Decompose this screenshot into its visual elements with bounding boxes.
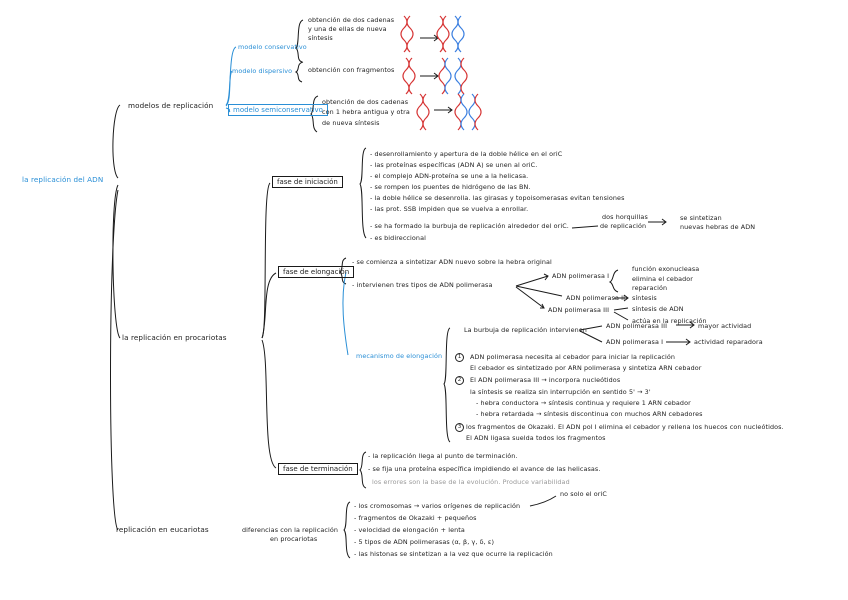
elong-line-1: - se comienza a sintetizar ADN nuevo sob… [352, 258, 552, 266]
term-item-1: - la replicación llega al punto de termi… [368, 452, 518, 460]
mec-step-1: ADN polimerasa necesita al cebador para … [470, 353, 675, 361]
root-brace-bottom [110, 189, 119, 531]
ini-item-1: - desenrollamiento y apertura de la dobl… [370, 150, 563, 158]
ini-item-6: - las prot. SSB impiden que se vuelva a … [370, 205, 529, 213]
euk-item-5: - las histonas se sintetizan a la vez qu… [354, 550, 553, 558]
step-num-2: 2 [455, 376, 464, 385]
term-item-3: los errores son la base de la evolución.… [372, 478, 570, 486]
models-line-1 [225, 46, 237, 106]
dna-helix-icons [400, 15, 482, 131]
mec-pol1: ADN polimerasa I [606, 338, 664, 346]
pol1-label: ADN polimerasa I [552, 272, 610, 280]
prok-brace-3 [261, 339, 277, 469]
ini-item-3: - el complejo ADN-proteína se une a la h… [370, 172, 529, 180]
mec-step-6: - hebra retardada → síntesis discontinua… [476, 410, 703, 418]
euk-item-3: - velocidad de elongación + lenta [354, 526, 465, 534]
elong-line-2: - intervienen tres tipos de ADN polimera… [352, 281, 493, 289]
semi-desc-1: obtención de dos cadenas [322, 98, 409, 106]
pol2-item: síntesis [632, 294, 657, 302]
fase-iniciacion-box: fase de iniciación [272, 176, 343, 188]
euk-item-4: - 5 tipos de ADN polimerasas (α, β, γ, δ… [354, 538, 495, 546]
model-semiconservativo-label: modelo semiconservativo [228, 104, 328, 116]
bubble-text: La burbuja de replicación intervienen [464, 326, 587, 334]
model-conservativo-label: modelo conservativo [238, 43, 307, 51]
models-title: modelos de replicación [128, 101, 214, 110]
fase-terminacion-box: fase de terminación [278, 463, 358, 475]
pol2-label: ADN polimerasa II [566, 294, 626, 302]
root-title: la replicación del ADN [22, 175, 104, 184]
ini-item-2: - las proteínas específicas (ADN A) se u… [370, 161, 538, 169]
euk-diff-1: diferencias con la replicación [242, 526, 338, 534]
euk-item-1: - los cromosomas → varios orígenes de re… [354, 502, 521, 510]
euk-title: replicación en eucariotas [116, 525, 209, 534]
models-line-3 [225, 107, 231, 113]
pol3-label: ADN polimerasa III [548, 306, 610, 314]
ini-item-4: - se rompen los puentes de hidrógeno de … [370, 183, 531, 191]
ini-item-5: - la doble hélice se desenrolla. las gir… [370, 194, 625, 202]
step-num-3: 3 [455, 423, 464, 432]
mecanismo-label: mecanismo de elongación [356, 352, 443, 360]
mec-step-3: El ADN polimerasa III → incorpora nucleó… [470, 376, 621, 384]
euk-diff-2: en procariotas [270, 535, 318, 543]
ini-item-8: - es bidireccional [370, 234, 426, 242]
semi-desc-2: con 1 hebra antigua y otra [322, 108, 410, 116]
mec-pol3-result: mayor actividad [698, 322, 752, 330]
ini-item-7: - se ha formado la burbuja de replicació… [370, 222, 569, 230]
mec-step-4: la síntesis se realiza sin interrupción … [470, 388, 651, 396]
mec-step-7: los fragmentos de Okazaki. El ADN pol I … [466, 423, 784, 431]
pol1-item-1: función exonucleasa [632, 265, 700, 273]
semi-desc-3: de nueva síntesis [322, 119, 380, 127]
brace-cons [295, 19, 304, 63]
euk-note: no solo el oriC [560, 490, 607, 498]
term-item-2: - se fija una proteína específica impidi… [368, 465, 601, 473]
forks-1: dos horquillas [602, 213, 648, 221]
brace-disp [294, 61, 304, 83]
synth-2: nuevas hebras de ADN [680, 223, 756, 231]
mec-step-5: - hebra conductora → síntesis continua y… [476, 399, 691, 407]
prok-brace-2 [261, 272, 277, 339]
disp-desc-1: obtención con fragmentos [308, 66, 395, 74]
mec-pol1-result: actividad reparadora [694, 338, 763, 346]
mec-step-8: El ADN ligasa suelda todos los fragmento… [466, 434, 606, 442]
root-brace-top [112, 104, 121, 179]
prok-title: la replicación en procariotas [122, 333, 227, 342]
cons-desc-1: obtención de dos cadenas [308, 16, 395, 24]
mec-step-2: El cebador es sintetizado por ARN polime… [470, 364, 702, 372]
pol1-item-3: reparación [632, 284, 668, 292]
synth-1: se sintetizan [680, 214, 722, 222]
fase-elongacion-box: fase de elongación [278, 266, 355, 278]
model-dispersivo-label: modelo dispersivo [232, 67, 293, 75]
models-line-2 [225, 70, 233, 107]
pol3-item-2: actúa en la replicación [632, 317, 707, 325]
cons-desc-2: y una de ellas de nueva [308, 25, 387, 33]
pol1-item-2: elimina el cebador [632, 275, 694, 283]
pol3-item-1: síntesis de ADN [632, 305, 684, 313]
forks-2: de replicación [600, 222, 647, 230]
prok-brace-1 [261, 182, 271, 339]
euk-item-2: - fragmentos de Okazaki + pequeños [354, 514, 477, 522]
cons-desc-3: síntesis [308, 34, 333, 42]
step-num-1: 1 [455, 353, 464, 362]
root-brace-mid [112, 184, 121, 339]
mec-pol3: ADN polimerasa III [606, 322, 668, 330]
brace-semi [310, 95, 319, 133]
